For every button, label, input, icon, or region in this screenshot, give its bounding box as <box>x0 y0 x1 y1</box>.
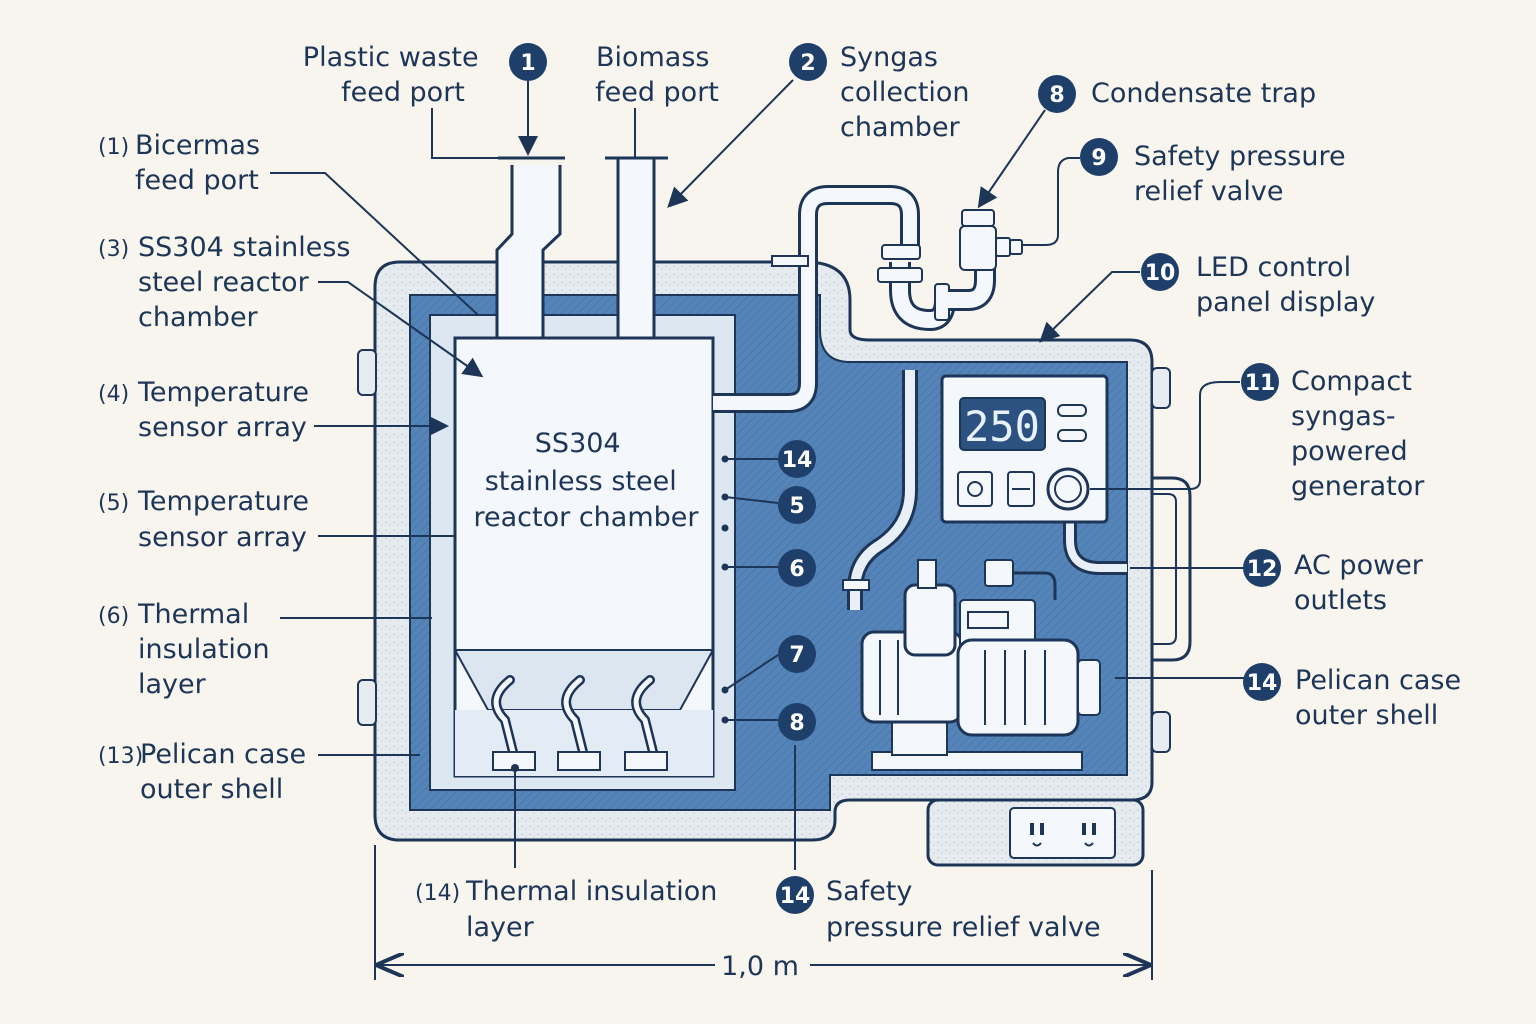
badge-10: 10 <box>1141 253 1179 291</box>
left-label-13: (13) Pelican case outer shell <box>98 739 311 805</box>
badge-8-top: 8 <box>1038 75 1076 113</box>
ac-outlets-label: AC power outlets <box>1294 550 1431 616</box>
reactor-center-label: SS304 stainless steel reactor chamber <box>474 428 700 533</box>
syngas-chamber-label: Syngas collection chamber <box>840 42 978 143</box>
generator-label: Compact syngas- powered generator <box>1291 366 1425 502</box>
dimension-line: 1,0 m <box>374 845 1153 982</box>
badge-14-right: 14 <box>1243 663 1281 701</box>
generator-supply-pipe <box>842 370 1127 610</box>
ac-outlet-box <box>926 798 1145 867</box>
bottom-relief-label: Safety pressure relief valve <box>826 876 1101 943</box>
relief-valve-label: Safety pressure relief valve <box>1134 141 1354 207</box>
bottom-label-14: (14) Thermal insulation layer <box>415 876 722 943</box>
biomass-feed-label: Biomass feed port <box>595 42 719 108</box>
badge-7-side: 7 <box>778 635 816 673</box>
badge-11: 11 <box>1241 363 1279 401</box>
led-panel-label: LED control panel display <box>1196 252 1375 318</box>
svg-text:8: 8 <box>1049 83 1064 108</box>
dimension-label: 1,0 m <box>721 951 799 982</box>
plastic-feed-port <box>495 156 565 340</box>
syngas-generator <box>860 559 1101 771</box>
badge-8-side: 8 <box>778 703 816 741</box>
left-label-5: (5) Temperature sensor array <box>98 486 314 553</box>
led-readout: 250 <box>964 402 1040 451</box>
badge-12: 12 <box>1243 549 1281 587</box>
badge-14-bottom: 14 <box>776 876 814 914</box>
syngas-pipe <box>713 185 996 413</box>
leader-lines <box>270 79 1244 870</box>
svg-text:2: 2 <box>800 51 815 76</box>
pelican-right-label: Pelican case outer shell <box>1295 665 1470 731</box>
left-label-1: (1) Bicermas feed port <box>98 130 265 196</box>
condensate-trap-label: Condensate trap <box>1091 78 1316 109</box>
badge-6-side: 6 <box>778 549 816 587</box>
svg-text:14: 14 <box>1247 671 1278 696</box>
svg-text:5: 5 <box>789 494 804 519</box>
led-control-panel: 250 <box>940 374 1109 524</box>
badge-1: 1 <box>509 43 547 81</box>
svg-text:1: 1 <box>520 51 535 76</box>
svg-text:12: 12 <box>1247 557 1278 582</box>
svg-text:14: 14 <box>780 884 811 909</box>
svg-text:14: 14 <box>782 448 813 473</box>
badge-14-side: 14 <box>778 440 816 478</box>
svg-text:9: 9 <box>1091 146 1106 171</box>
svg-text:6: 6 <box>789 557 804 582</box>
badge-5-side: 5 <box>778 486 816 524</box>
svg-text:8: 8 <box>789 711 804 736</box>
badge-2: 2 <box>789 43 827 81</box>
left-label-6: (6) Thermal insulation layer <box>98 599 275 700</box>
left-label-4: (4) Temperature sensor array <box>98 377 314 443</box>
svg-text:7: 7 <box>789 643 804 668</box>
condensate-trap-valve <box>959 209 1023 271</box>
biomass-feed-port <box>605 156 668 340</box>
svg-text:11: 11 <box>1245 371 1276 396</box>
plastic-feed-label: Plastic waste feed port <box>303 42 487 108</box>
badge-9: 9 <box>1080 138 1118 176</box>
left-label-3: (3) SS304 stainless steel reactor chambe… <box>98 232 356 333</box>
svg-text:10: 10 <box>1145 261 1176 286</box>
reactor-chamber <box>453 336 715 778</box>
